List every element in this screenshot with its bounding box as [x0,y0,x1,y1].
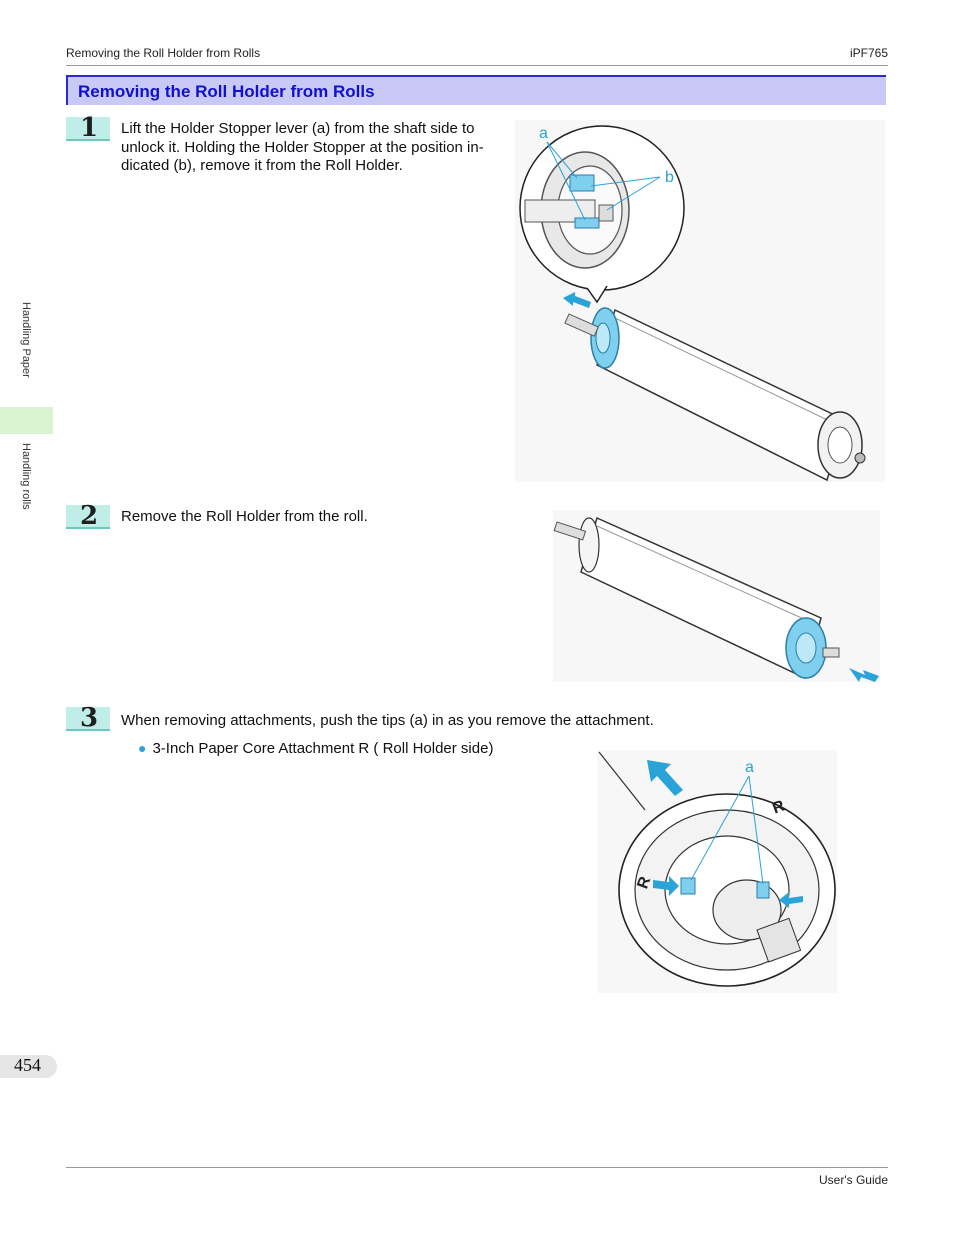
core-attachment: R R [618,793,836,987]
pull-arrow [563,292,591,308]
step-1-number: 1 [80,113,99,143]
step-3-line: When removing attachments, push the tips… [121,712,654,729]
push-arrow-right [779,892,803,908]
running-header-model: iPF765 [849,46,888,60]
step-3-text: When removing attachments, push the tips… [121,712,654,731]
bullet-dot-icon: ● [138,740,147,756]
step-2-line: Remove the Roll Holder from the roll. [121,508,368,525]
callout-label-a: a [539,125,548,142]
step-1-line: dicated (b), remove it from the Roll Hol… [121,157,403,174]
header-divider [66,65,888,66]
step-1-line: unlock it. Holding the Holder Stopper at… [121,138,484,156]
step-3-illustration: R R a [597,750,837,993]
side-tab-handling-paper[interactable]: Handling Paper [20,302,32,378]
paper-roll [564,307,866,482]
page-number: 454 [14,1055,41,1075]
step-3-number: 3 [80,703,99,733]
step-1-line: Lift the Holder Stopper lever (a) from t… [121,120,475,137]
page-number-tab: 454 [0,1055,57,1078]
callout-label-a: a [745,759,754,776]
step-2-number: 2 [80,501,99,531]
section-title: Removing the Roll Holder from Rolls [78,82,375,101]
footer-divider [66,1167,888,1168]
step-3-badge: 3 [66,703,110,733]
step-1-illustration: a b [515,120,885,482]
running-header-title: Removing the Roll Holder from Rolls [66,46,261,60]
lift-arrow [647,760,683,796]
footer-guide-title: User's Guide [819,1173,888,1187]
step-2-text: Remove the Roll Holder from the roll. [121,508,368,527]
remove-arrow [849,668,879,682]
paper-roll [553,516,840,680]
side-tab-handling-rolls[interactable]: Handling rolls [20,443,32,510]
step-3-bullet-text: 3-Inch Paper Core Attachment R ( Roll Ho… [152,740,494,757]
section-heading-bar: Removing the Roll Holder from Rolls [66,75,886,105]
step-1-badge: 1 [66,113,110,143]
push-arrow-left [653,876,679,896]
step-2-illustration [553,510,880,682]
step-1-text: Lift the Holder Stopper lever (a) from t… [121,120,484,176]
step-3-bullet: ● 3-Inch Paper Core Attachment R ( Roll H… [138,740,493,757]
side-tab-active-marker [0,407,53,434]
callout-label-b: b [665,169,674,186]
step-2-badge: 2 [66,501,110,531]
